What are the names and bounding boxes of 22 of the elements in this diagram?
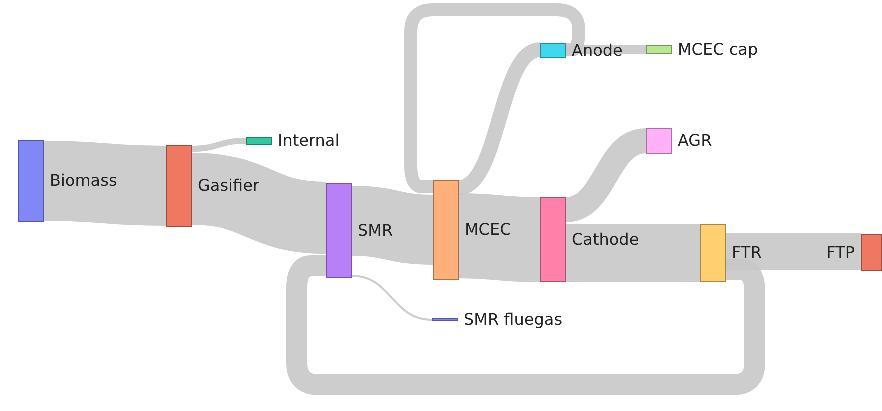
flow-band <box>456 42 542 196</box>
flow-band <box>564 128 648 222</box>
node-label: Biomass <box>50 171 118 191</box>
flow-band <box>351 186 434 265</box>
node-label: FTR <box>732 243 762 263</box>
node-label: FTP <box>826 242 855 262</box>
flow-band <box>190 153 328 254</box>
node-label: Cathode <box>572 230 640 250</box>
node-label: MCEC cap <box>678 40 758 60</box>
node-label: Anode <box>572 40 623 60</box>
flow-band <box>458 194 540 282</box>
flow-band <box>726 234 861 270</box>
flow-band <box>192 138 246 152</box>
node-label: AGR <box>678 131 712 151</box>
flow-band <box>352 275 432 321</box>
node-label: MCEC <box>465 220 512 240</box>
node-label: SMR <box>358 220 394 240</box>
node-label: Gasifier <box>198 176 260 196</box>
node-label: SMR fluegas <box>464 310 563 330</box>
flow-band <box>44 141 166 226</box>
node-label: Internal <box>278 131 340 151</box>
flow-band <box>404 4 586 194</box>
